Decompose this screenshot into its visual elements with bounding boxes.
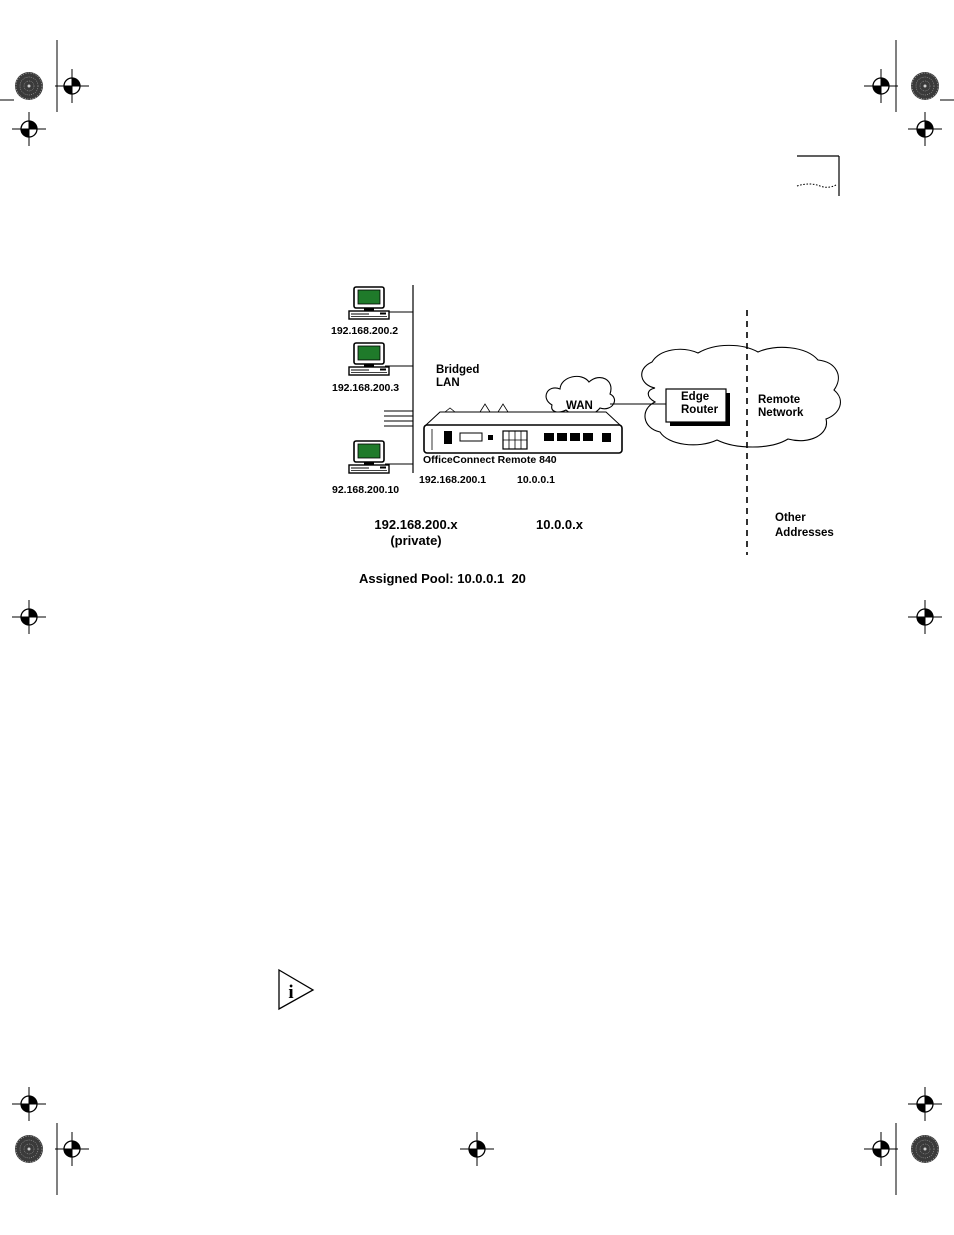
network-diagram bbox=[349, 285, 840, 555]
lan-ip-label: 192.168.200.1 bbox=[419, 474, 486, 486]
registration-mark-bottom-center bbox=[460, 1132, 494, 1166]
svg-text:i: i bbox=[288, 982, 293, 1003]
remote-network-label: Remote Network bbox=[758, 394, 803, 420]
crop-lines bbox=[0, 40, 954, 1195]
wan-label: WAN bbox=[566, 400, 593, 412]
color-target-bottom-left bbox=[15, 1135, 43, 1163]
info-note-icon: i bbox=[279, 970, 313, 1009]
other-addresses-label: Other Addresses bbox=[775, 511, 834, 541]
workstation-icon-3 bbox=[349, 441, 389, 473]
host-ip-label-3: 92.168.200.10 bbox=[332, 484, 399, 496]
workstation-icon-1 bbox=[349, 287, 389, 319]
registration-mark-top-left bbox=[55, 69, 89, 103]
registration-mark-bottom-left bbox=[55, 1132, 89, 1166]
edge-router-label: Edge Router bbox=[681, 391, 718, 417]
private-subnet-label: 192.168.200.x (private) bbox=[361, 517, 471, 549]
registration-mark-left-upper bbox=[12, 112, 46, 146]
registration-mark-right-middle bbox=[908, 600, 942, 634]
registration-mark-left-middle bbox=[12, 600, 46, 634]
assigned-pool-caption: Assigned Pool: 10.0.0.1 20 bbox=[359, 571, 526, 586]
registration-mark-top-right bbox=[864, 69, 898, 103]
host-ip-label-1: 192.168.200.2 bbox=[331, 325, 398, 337]
registration-mark-right-upper bbox=[908, 112, 942, 146]
color-target-bottom-right bbox=[911, 1135, 939, 1163]
registration-mark-right-lower bbox=[908, 1087, 942, 1121]
registration-mark-left-lower bbox=[12, 1087, 46, 1121]
host-ip-label-2: 192.168.200.3 bbox=[332, 382, 399, 394]
device-name-label: OfficeConnect Remote 840 bbox=[423, 454, 557, 466]
bridged-lan-label: Bridged LAN bbox=[436, 364, 479, 390]
workstation-icon-2 bbox=[349, 343, 389, 375]
registration-mark-bottom-right bbox=[864, 1132, 898, 1166]
color-target-top-right bbox=[911, 72, 939, 100]
page-corner-marker bbox=[797, 156, 839, 196]
public-subnet-label: 10.0.0.x bbox=[536, 517, 583, 532]
color-target-top-left bbox=[15, 72, 43, 100]
wan-ip-label: 10.0.0.1 bbox=[517, 474, 555, 486]
lan-ellipsis-lines bbox=[384, 411, 413, 426]
